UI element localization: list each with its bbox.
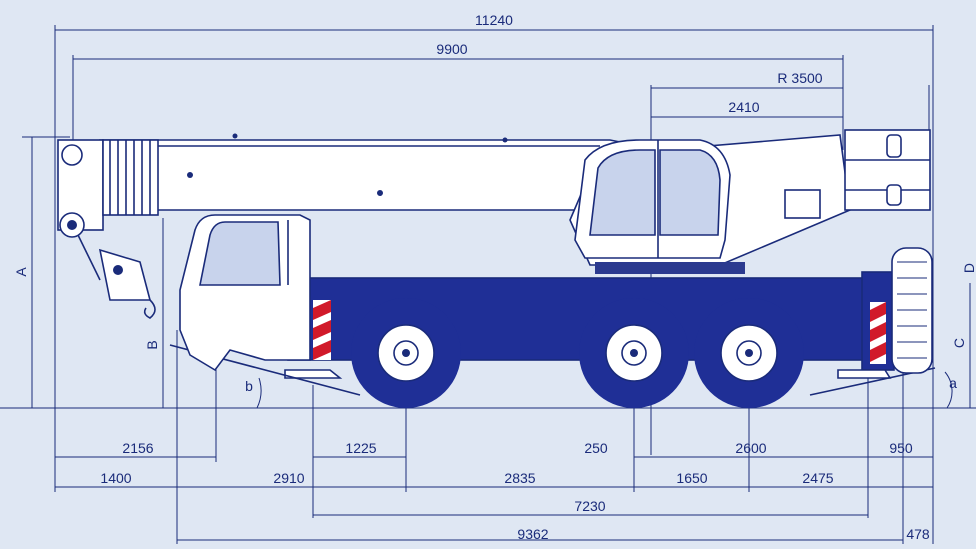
dim-outrigger-base: 7230 [574, 498, 605, 514]
dim-front-overhang-boom: 2156 [122, 440, 153, 456]
wheels [351, 298, 804, 408]
wheel-axle-3 [694, 298, 804, 408]
dim-axle2-to-rear-outrigger: 2600 [735, 440, 766, 456]
dim-front-overhang: 1400 [100, 470, 131, 486]
spare-wheel [891, 247, 933, 374]
dim-axle3-to-rear: 2475 [802, 470, 833, 486]
dim-rear-end: 478 [906, 526, 930, 542]
dim-axle1-to-axle2: 2835 [504, 470, 535, 486]
wheel-axle-1 [351, 298, 461, 408]
winch-coils [102, 139, 159, 216]
height-labels: A B C D a b [13, 263, 976, 394]
dim-boom-length: 9900 [436, 41, 467, 57]
label-height-a: A [13, 267, 29, 277]
dim-axle2-to-axle3: 1650 [676, 470, 707, 486]
boom [57, 133, 661, 319]
dim-chassis-length: 9362 [517, 526, 548, 542]
hook-block [77, 234, 156, 319]
dim-front-to-axle1: 2910 [273, 470, 304, 486]
height-dimension-lines [0, 136, 976, 409]
driver-cab [179, 214, 311, 372]
dimension-labels: 11240 9900 R 3500 2410 2156 1225 250 260… [100, 12, 929, 542]
dim-cab-to-tail: 2410 [728, 99, 759, 115]
dim-outrigger-to-axle1: 1225 [345, 440, 376, 456]
dim-axle2-offset: 250 [584, 440, 608, 456]
dim-tail-radius: R 3500 [777, 70, 822, 86]
wheel-axle-2 [579, 298, 689, 408]
label-angle-a: a [949, 375, 957, 391]
dimension-lines [55, 29, 933, 541]
dim-overall-length: 11240 [475, 12, 513, 28]
crane-cab [574, 139, 731, 259]
dim-rear-outrigger-overhang: 950 [889, 440, 913, 456]
label-height-d: D [961, 263, 976, 273]
label-height-c: C [951, 338, 967, 348]
label-height-b: B [144, 340, 160, 349]
label-angle-b: b [245, 378, 253, 394]
